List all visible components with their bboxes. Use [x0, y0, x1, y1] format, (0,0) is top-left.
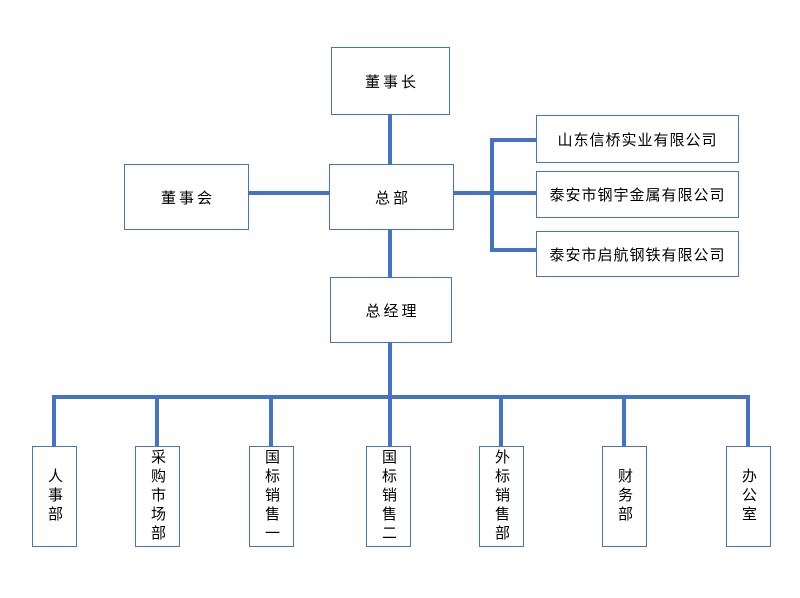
connector-department-bus	[52, 395, 750, 399]
node-company-taian-qihang: 泰安市启航钢铁有限公司	[536, 231, 739, 277]
node-company-taian-gangyu: 泰安市钢宇金属有限公司	[536, 171, 739, 218]
node-company-shandong-xinqiao: 山东信桥实业有限公司	[536, 115, 739, 163]
node-company-shandong-xinqiao-label: 山东信桥实业有限公司	[557, 131, 718, 149]
connector-headquarters-general-manager	[388, 229, 392, 278]
node-dept-national-sales-2: 国标销售二	[366, 446, 411, 547]
node-dept-national-sales-2-label: 国标销售二	[380, 449, 397, 544]
node-dept-finance: 财务部	[602, 446, 647, 547]
node-company-taian-qihang-label: 泰安市启航钢铁有限公司	[549, 246, 726, 264]
node-board-label: 董事会	[160, 189, 215, 207]
node-general-manager: 总经理	[330, 277, 452, 343]
node-dept-purchasing-market-label: 采购市场部	[149, 449, 166, 544]
node-dept-finance-label: 财务部	[616, 468, 633, 525]
node-board: 董事会	[124, 164, 249, 230]
node-dept-office-label: 办公室	[740, 468, 757, 525]
node-company-taian-gangyu-label: 泰安市钢宇金属有限公司	[549, 187, 726, 204]
node-chairman: 董事长	[331, 47, 450, 115]
node-dept-hr-label: 人事部	[46, 468, 63, 525]
connector-board-headquarters	[248, 191, 330, 195]
connector-drop-dept-1	[52, 397, 56, 447]
connector-drop-dept-3	[269, 397, 273, 447]
connector-company-1-branch	[492, 138, 537, 142]
node-chairman-label: 董事长	[364, 73, 419, 91]
connector-headquarters-companies	[453, 191, 537, 195]
node-dept-national-sales-1-label: 国标销售一	[263, 449, 280, 544]
connector-drop-dept-7	[746, 397, 750, 447]
node-dept-office: 办公室	[726, 446, 771, 547]
node-headquarters: 总部	[329, 164, 454, 230]
connector-company-3-branch	[492, 248, 537, 252]
connector-general-manager-bus	[388, 342, 392, 447]
node-dept-external-sales: 外标销售部	[479, 446, 524, 547]
connector-drop-dept-2	[155, 397, 159, 447]
connector-chairman-headquarters	[388, 114, 392, 166]
connector-drop-dept-6	[622, 397, 626, 447]
connector-drop-dept-5	[499, 397, 503, 447]
node-dept-national-sales-1: 国标销售一	[249, 446, 294, 547]
node-dept-hr: 人事部	[32, 446, 77, 547]
node-dept-purchasing-market: 采购市场部	[135, 446, 180, 547]
node-headquarters-label: 总部	[374, 189, 411, 207]
node-general-manager-label: 总经理	[365, 302, 420, 320]
node-dept-external-sales-label: 外标销售部	[493, 449, 510, 544]
connector-companies-trunk	[490, 138, 494, 252]
